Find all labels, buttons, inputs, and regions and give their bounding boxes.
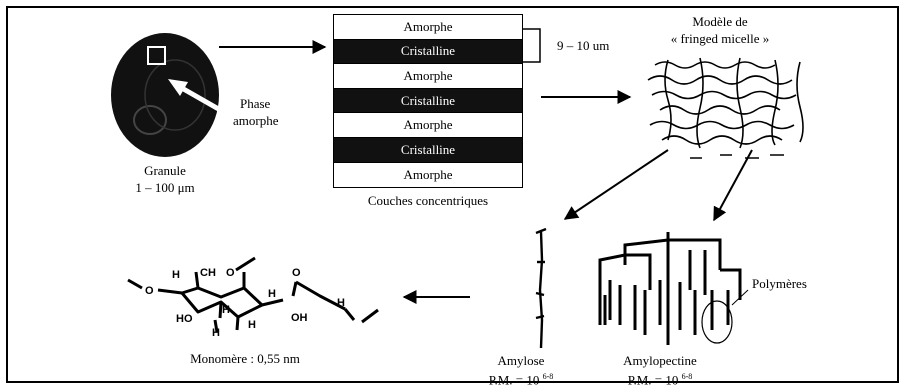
atom-h-4: H [222, 304, 230, 316]
atom-h-1: H [172, 269, 180, 281]
arrow-model-to-amylose [563, 149, 669, 220]
model-title-line2: « fringed micelle » [670, 31, 770, 46]
amylopectine-pm-prefix: P.M. = 10 [627, 372, 679, 388]
amylose-chain [535, 227, 547, 349]
layer-cristalline: Cristalline [334, 39, 522, 65]
layer-amorphe: Amorphe [334, 15, 522, 40]
layer-amorphe: Amorphe [334, 162, 522, 188]
atom-ch: CH [200, 267, 216, 279]
atom-ho: HO [176, 313, 193, 325]
atom-h-3: H [337, 297, 345, 309]
atom-o-3: O [145, 285, 154, 297]
layer-cristalline: Cristalline [334, 137, 522, 163]
amylopectine-pm: P.M. = 10 6-8 [605, 369, 715, 387]
amylopectine-name: Amylopectine [623, 353, 697, 368]
polymer-highlight-circle [701, 300, 733, 344]
atom-h-2: H [268, 288, 276, 300]
phase-label-line2: amorphe [233, 113, 279, 128]
arrow-model-to-amylopectine [713, 149, 753, 222]
polymeres-label: Polymères [752, 276, 807, 291]
amylose-pm-prefix: P.M. = 10 [488, 372, 540, 388]
amylopectine-tree [598, 232, 742, 345]
layers-caption: Couches concentriques [367, 193, 489, 208]
phase-label-line1: Phase [240, 96, 271, 111]
monomer-caption: Monomère : 0,55 nm [190, 351, 300, 366]
amylose-name: Amylose [497, 353, 545, 368]
atom-h-5: H [212, 327, 220, 339]
amylopectine-pm-exponent: 6-8 [681, 372, 693, 381]
layer-cristalline: Cristalline [334, 88, 522, 114]
amylose-pm-exponent: 6-8 [542, 372, 554, 381]
fringed-micelle-model [647, 57, 804, 159]
atom-o-1: O [226, 267, 235, 279]
model-title-line1: Modèle de [692, 14, 748, 29]
layer-thickness-label: 9 – 10 um [557, 38, 610, 53]
atom-oh: OH [291, 312, 308, 324]
atom-o-2: O [292, 267, 301, 279]
layer-amorphe: Amorphe [334, 113, 522, 138]
granule-size: 1 – 100 μm [135, 180, 195, 195]
thickness-bracket [523, 28, 541, 63]
granule-image [111, 33, 224, 157]
polymer-pointer-line [731, 289, 749, 306]
layer-amorphe: Amorphe [334, 64, 522, 89]
granule-name: Granule [144, 163, 186, 178]
atom-h-6: H [248, 319, 256, 331]
amylose-pm: P.M. = 10 6-8 [466, 369, 576, 387]
glucose-ring [127, 256, 379, 333]
